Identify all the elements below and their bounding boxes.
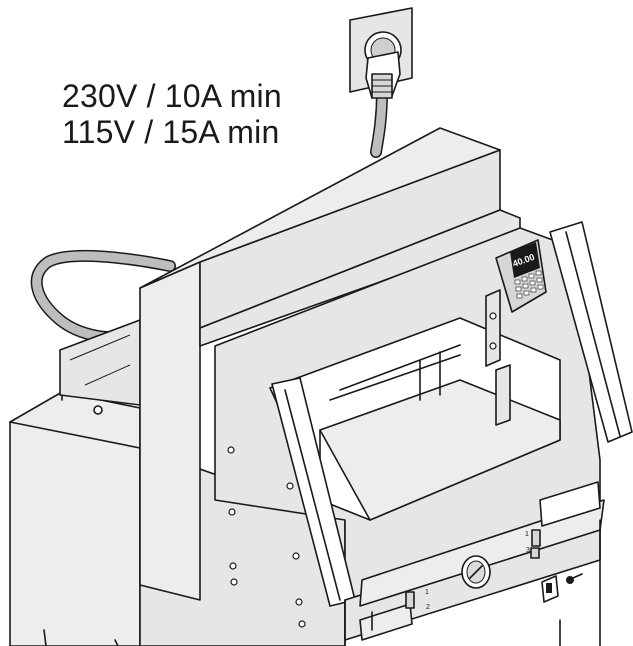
power-spec-115v: 115V / 15A min — [62, 114, 280, 150]
switch-label-2-left: 2 — [426, 604, 430, 611]
key-icon — [566, 573, 583, 584]
rotary-knob[interactable] — [461, 555, 491, 589]
key-switch[interactable] — [541, 575, 559, 603]
power-spec-230v: 230V / 10A min — [62, 78, 282, 114]
clamp-column — [139, 127, 521, 601]
switch-label-1: 1 — [525, 531, 529, 538]
two-hand-button-left[interactable] — [405, 591, 415, 609]
two-hand-button-right[interactable] — [530, 529, 541, 559]
power-plug — [365, 51, 401, 99]
rear-cable-loop — [30, 249, 176, 343]
switch-label-3: 3 — [526, 547, 530, 554]
frame-holes — [227, 446, 306, 628]
power-cable — [370, 86, 388, 158]
switch-label-1-left: 1 — [425, 589, 429, 596]
keypad-grid — [514, 270, 544, 299]
display-panel: 40.00 — [485, 239, 547, 367]
right-safety-post — [549, 221, 633, 443]
